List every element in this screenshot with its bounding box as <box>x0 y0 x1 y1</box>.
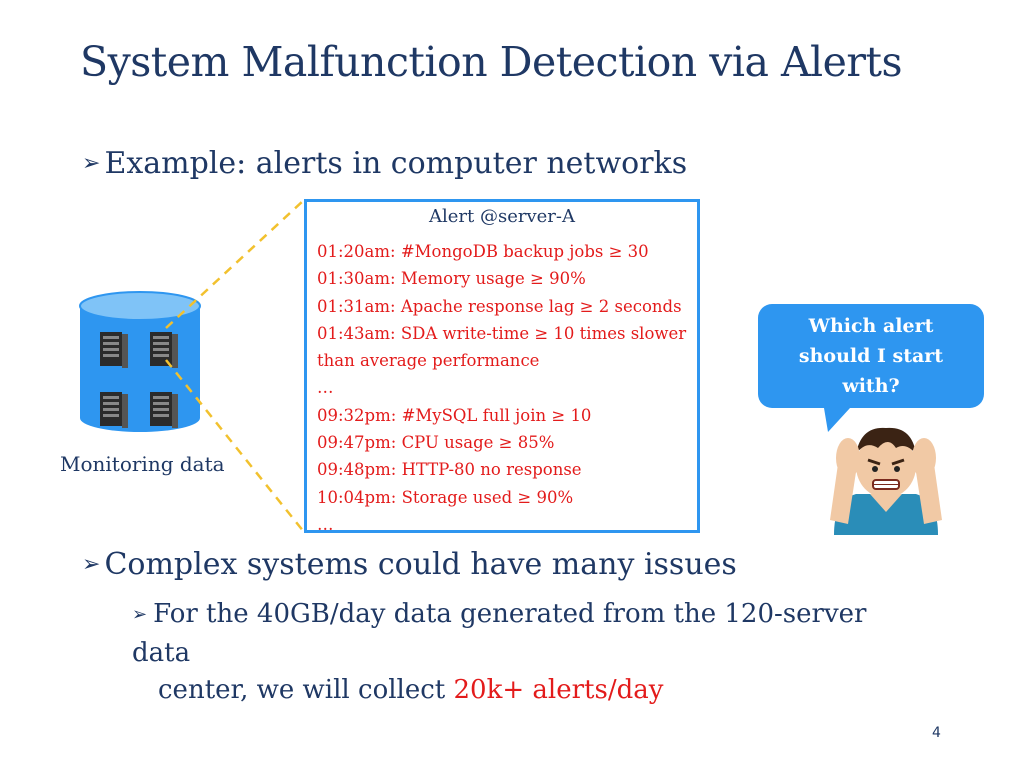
server-rack-icon <box>100 392 128 428</box>
alert-line: … <box>317 378 334 398</box>
bullet-complex: ➢Complex systems could have many issues <box>82 547 737 582</box>
bubble-line-1: Which alert <box>808 315 934 337</box>
alert-line: 01:31am: Apache response lag ≥ 2 seconds <box>317 296 682 316</box>
bullet-complex-text: Complex systems could have many issues <box>104 547 737 582</box>
bullet-arrow-icon: ➢ <box>82 552 101 577</box>
alert-line: 01:30am: Memory usage ≥ 90% <box>317 269 586 289</box>
database-icon <box>79 291 201 432</box>
page-number: 4 <box>932 725 941 741</box>
frustrated-person-icon <box>830 427 942 535</box>
bullet-arrow-icon: ➢ <box>82 151 101 176</box>
bullet-example-text: Example: alerts in computer networks <box>104 146 688 181</box>
alert-line: 09:32pm: #MySQL full join ≥ 10 <box>317 405 592 425</box>
alerts-per-day-highlight: 20k+ alerts/day <box>453 675 664 705</box>
alert-line: 09:47pm: CPU usage ≥ 85% <box>317 433 555 453</box>
sub-bullet-line2: center, we will collect 20k+ alerts/day <box>132 672 902 709</box>
bubble-line-2: should I start <box>799 345 943 367</box>
bubble-line-3: with? <box>841 375 899 397</box>
alert-box: Alert @server-A 01:20am: #MongoDB backup… <box>304 199 700 534</box>
alert-line: than average performance <box>317 351 540 371</box>
alert-line: 01:43am: SDA write-time ≥ 10 times slowe… <box>317 323 687 343</box>
alert-line: 10:04pm: Storage used ≥ 90% <box>317 487 574 507</box>
sub-bullet-line1: For the 40GB/day data generated from the… <box>132 599 867 668</box>
speech-bubble-icon: Which alert should I start with? <box>758 304 984 432</box>
bullet-example: ➢Example: alerts in computer networks <box>82 146 687 181</box>
server-rack-icon <box>100 332 128 368</box>
alert-line: 01:20am: #MongoDB backup jobs ≥ 30 <box>317 242 649 261</box>
alert-list: 01:20am: #MongoDB backup jobs ≥ 30 01:30… <box>317 238 686 538</box>
slide-title: System Malfunction Detection via Alerts <box>80 38 903 86</box>
alert-box-title: Alert @server-A <box>429 206 575 227</box>
sub-bullet-volume: ➢For the 40GB/day data generated from th… <box>132 596 902 709</box>
server-rack-icon <box>150 332 178 368</box>
database-label: Monitoring data <box>60 452 225 476</box>
alert-line: 09:48pm: HTTP-80 no response <box>317 460 582 480</box>
sub-bullet-arrow-icon: ➢ <box>132 604 148 625</box>
sub-bullet-line2-prefix: center, we will collect <box>158 675 454 705</box>
alert-line: … <box>317 514 334 534</box>
server-rack-icon <box>150 392 178 428</box>
